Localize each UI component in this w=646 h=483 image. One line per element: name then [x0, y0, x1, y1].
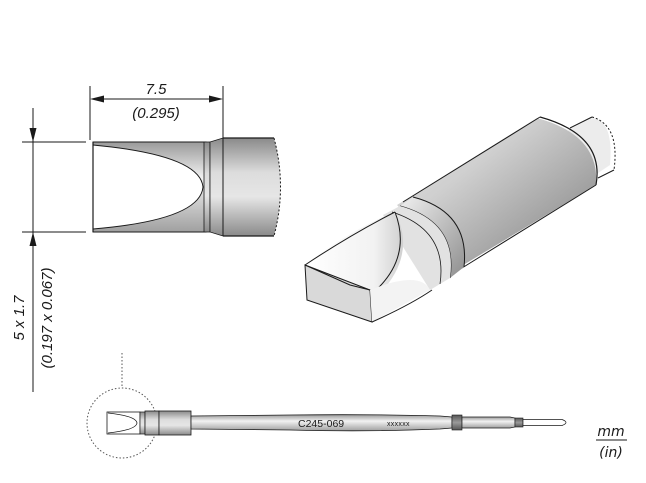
unit-mm: mm	[597, 424, 624, 440]
cross-section-dimension: 5 x 1.7 (0.197 x 0.067)	[11, 108, 86, 392]
cross-section-mm: 5 x 1.7	[11, 295, 28, 341]
units-legend: mm (in)	[596, 424, 627, 461]
isometric-3d-view	[304, 116, 616, 323]
length-dimension: 7.5 (0.295)	[89, 81, 224, 140]
arrow-up-icon	[29, 232, 37, 246]
length-mm: 7.5	[146, 81, 168, 98]
serial-marking: xxxxxx	[387, 421, 410, 428]
cross-section-in: (0.197 x 0.067)	[39, 268, 56, 369]
arrow-down-icon	[29, 128, 37, 142]
side-view-detail	[92, 137, 281, 237]
full-tip-overview: C245-069 xxxxxx	[86, 353, 567, 459]
length-in: (0.295)	[132, 105, 180, 122]
arrow-left-icon	[90, 95, 104, 103]
arrow-right-icon	[209, 95, 223, 103]
model-label: C245-069	[298, 418, 344, 430]
unit-in: (in)	[599, 445, 623, 461]
